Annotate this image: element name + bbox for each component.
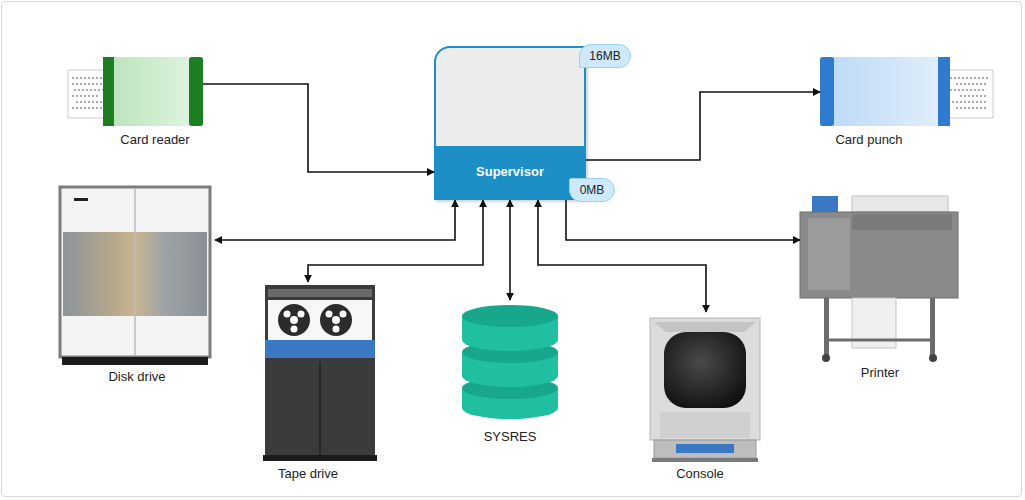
tape-drive: Tape drive [262,282,377,482]
card-punch-drawing [820,57,993,126]
device-label: SYSRES [435,428,585,446]
console-drawing [650,318,760,462]
card-punch: Card punch [820,57,960,152]
tape-drive-drawing [263,285,377,461]
printer: Printer [800,195,965,380]
device-label: Printer [805,364,955,382]
data-flow-arrow [509,200,511,300]
data-flow-arrow [203,84,434,172]
supervisor-memory-box: Supervisor [434,46,586,200]
console: Console [648,312,764,482]
card-reader: Card reader [68,57,203,152]
sysres-drawing [462,305,558,419]
device-label: Card punch [794,131,944,149]
data-flow-arrow [538,200,706,312]
memory-address-callout: 0MB [569,178,615,202]
disk-drive-drawing [60,187,210,365]
device-label: Disk drive [62,368,212,386]
data-flow-arrow [566,200,800,240]
data-flow-arrow [586,92,820,160]
device-label: Card reader [80,131,230,149]
data-flow-arrow [308,200,483,282]
memory-address-callout: 16MB [579,44,631,68]
disk-drive: Disk drive [60,187,215,382]
device-label: Console [625,465,775,483]
printer-drawing [800,196,958,362]
device-label: Tape drive [233,465,383,483]
sysres-disk: SYSRES [458,300,562,445]
data-flow-arrow [215,200,455,240]
card-reader-drawing [68,57,203,126]
supervisor-band-label: Supervisor [436,146,584,198]
